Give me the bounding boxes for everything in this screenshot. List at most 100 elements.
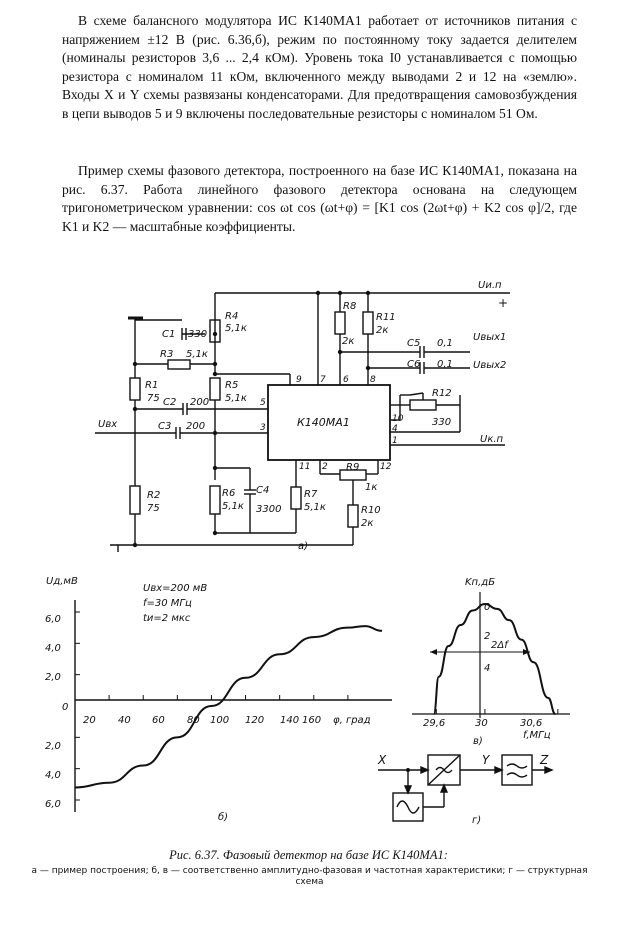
- chart-b-series-line: [74, 625, 383, 789]
- chart-b-ytick-6-neg: 6,0: [45, 799, 61, 810]
- chart-b-ytick-2-pos: 2,0: [45, 672, 61, 683]
- pin-9: 9: [296, 375, 302, 385]
- chart-b-ytick-4-neg: 4,0: [45, 770, 61, 781]
- chart-v-bandwidth-label: 2Δf: [491, 640, 508, 651]
- label-r12: R12: [432, 388, 452, 399]
- label-plus: +: [498, 296, 509, 310]
- pin-2: 2: [322, 462, 328, 472]
- chart-b-ytick-4-pos: 4,0: [45, 643, 61, 654]
- subfig-g-label: г): [472, 815, 482, 826]
- label-r3: R3: [160, 349, 174, 360]
- label-r9: R9: [346, 462, 360, 473]
- chart-b-ytick-2-neg: 2,0: [45, 741, 61, 752]
- chart-v-ytick-4: 4: [484, 663, 491, 674]
- ic-label: К140МА1: [297, 416, 350, 429]
- label-r6: R6: [222, 488, 236, 499]
- label-r6-value: 5,1к: [222, 501, 244, 512]
- label-r5-value: 5,1к: [225, 393, 247, 404]
- block-output-z: Z: [540, 753, 549, 767]
- label-r2: R2: [147, 490, 161, 501]
- chart-v-xtick-30-6: 30,6: [520, 718, 543, 729]
- chart-b-xtick-100: 100: [210, 715, 230, 726]
- label-r11-value: 2к: [376, 325, 389, 336]
- block-signal-y: Y: [482, 753, 490, 767]
- pin-5: 5: [260, 398, 266, 408]
- chart-b-xtick-140: 140: [280, 715, 300, 726]
- label-c4: C4: [256, 485, 270, 496]
- label-c6-value: 0,1: [437, 359, 453, 370]
- label-c6: C6: [407, 359, 421, 370]
- pin-3: 3: [260, 423, 266, 433]
- chart-b-annotation-uin: Uвх=200 мВ: [143, 583, 208, 594]
- label-r2-value: 75: [147, 503, 160, 514]
- paragraph-phase-detector: Пример схемы фазового детектора, построе…: [62, 163, 577, 234]
- label-r8: R8: [343, 301, 357, 312]
- chart-b-xtick-120: 120: [245, 715, 265, 726]
- label-r11: R11: [376, 312, 396, 323]
- label-r10-value: 2к: [361, 518, 374, 529]
- label-output-voltage-2: Uвых2: [473, 360, 507, 371]
- pin-12: 12: [380, 462, 392, 472]
- label-c5-value: 0,1: [437, 338, 453, 349]
- pin-8: 8: [370, 375, 376, 385]
- label-c3: C3: [158, 421, 172, 432]
- chart-b-ytick-0: 0: [62, 702, 69, 713]
- label-r4: R4: [225, 311, 239, 322]
- chart-v-xlabel: f,МГц: [523, 730, 551, 741]
- chart-b-annotation-pulse: tи=2 мкс: [143, 613, 191, 624]
- pin-10: 10: [392, 414, 404, 424]
- label-c5: C5: [407, 338, 421, 349]
- label-r12-value: 330: [432, 417, 452, 428]
- chart-b-xtick-60: 60: [152, 715, 165, 726]
- label-c4-value: 3300: [256, 504, 282, 515]
- chart-v-xtick-30: 30: [475, 718, 488, 729]
- label-output-voltage-1: Uвых1: [473, 332, 507, 343]
- paragraph-balanced-modulator: В схеме балансного модулятора ИС К140МА1…: [62, 13, 577, 121]
- chart-b-xlabel: φ, град: [333, 715, 371, 726]
- figure-caption-description: а — пример построения; б, в — соответств…: [31, 866, 588, 887]
- chart-v-ytick-2: 2: [484, 631, 491, 642]
- pin-7: 7: [320, 375, 326, 385]
- label-r3-value: 5,1к: [186, 349, 208, 360]
- label-r7-value: 5,1к: [304, 502, 326, 513]
- chart-v-xtick-29-6: 29,6: [423, 718, 446, 729]
- chart-b-annotation-freq: f=30 МГц: [143, 598, 192, 609]
- label-r7: R7: [304, 489, 318, 500]
- filter-block: [501, 754, 533, 786]
- block-input-x: X: [378, 753, 387, 767]
- chart-b-xtick-80: 80: [187, 715, 200, 726]
- figure-caption-title: Рис. 6.37. Фазовый детектор на базе ИС К…: [169, 848, 448, 862]
- chart-v-ylabel: Kп,дБ: [465, 577, 496, 588]
- label-c1-value: 330: [188, 329, 208, 340]
- pin-6: 6: [343, 375, 349, 385]
- pin-11: 11: [299, 462, 311, 472]
- chart-b-xtick-40: 40: [118, 715, 131, 726]
- label-r9-value: 1к: [365, 482, 378, 493]
- label-c2: C2: [163, 397, 177, 408]
- subfig-a-label: а): [298, 541, 309, 552]
- label-c3-value: 200: [186, 421, 206, 432]
- label-r1-value: 75: [147, 393, 160, 404]
- label-r4-value: 5,1к: [225, 323, 247, 334]
- label-c2-value: 200: [190, 397, 210, 408]
- pin-1: 1: [392, 436, 398, 446]
- label-c1: C1: [162, 329, 176, 340]
- chart-b-xtick-20: 20: [83, 715, 96, 726]
- label-r1: R1: [145, 380, 159, 391]
- chart-b-ylabel: Uд,мВ: [46, 576, 78, 587]
- pin-4: 4: [392, 424, 398, 434]
- label-r8-value: 2к: [342, 336, 355, 347]
- chart-v-ytick-0: 0: [484, 602, 491, 613]
- subfig-b-label: б): [218, 812, 229, 823]
- label-kp-voltage: Uк.п: [480, 434, 504, 445]
- label-r10: R10: [361, 505, 381, 516]
- chart-b-ytick-6-pos: 6,0: [45, 614, 61, 625]
- label-r5: R5: [225, 380, 239, 391]
- chart-b-xtick-160: 160: [302, 715, 322, 726]
- chart-v-series-line: [432, 602, 556, 715]
- subfig-v-label: в): [473, 736, 483, 747]
- label-input-voltage: Uвх: [98, 419, 118, 430]
